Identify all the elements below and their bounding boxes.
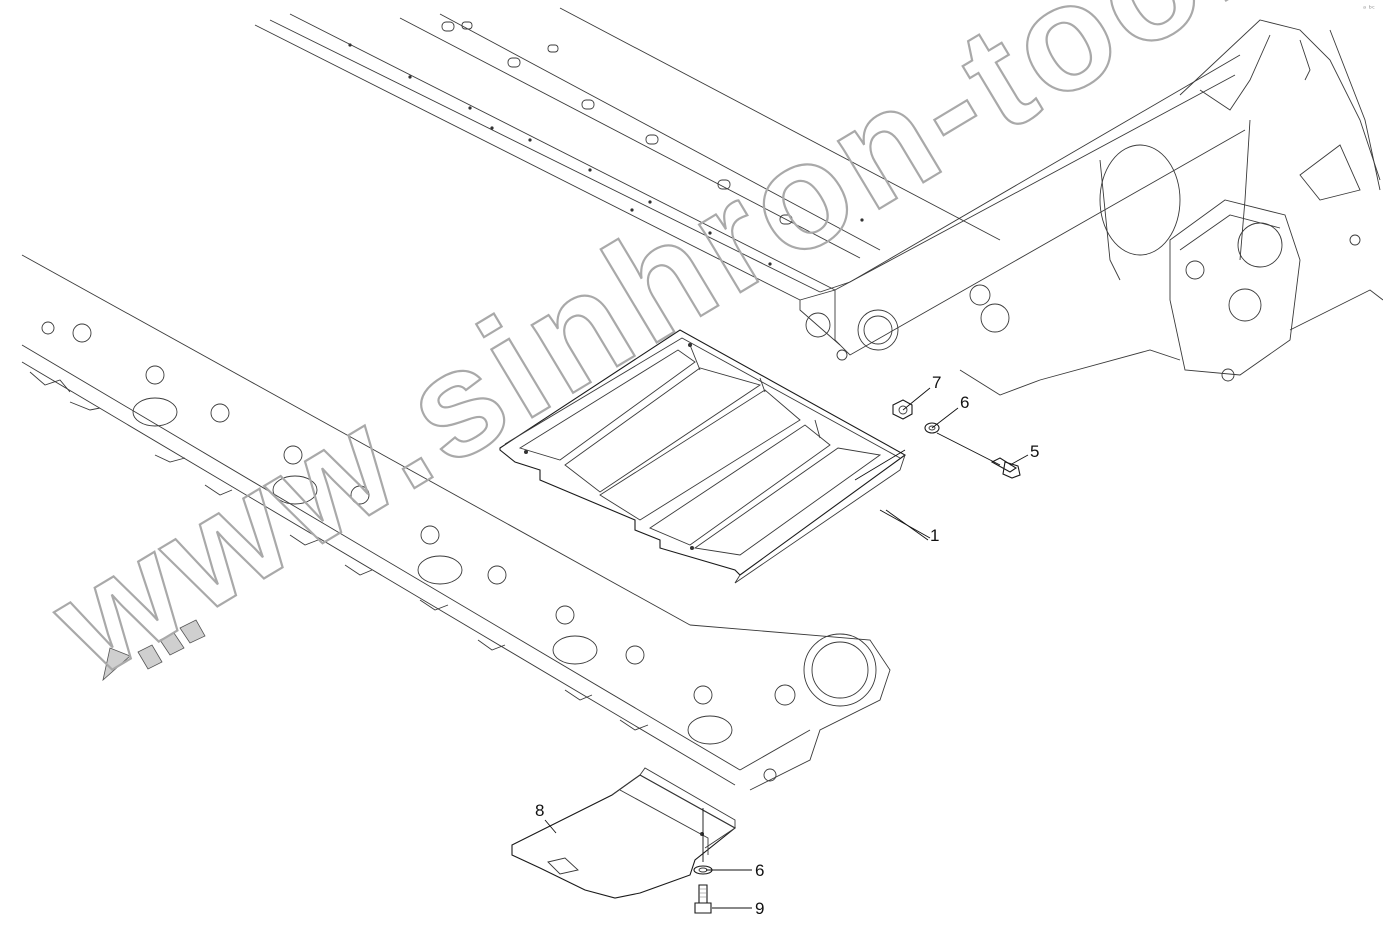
- watermark: www.sinhron-too.kz: [24, 0, 1383, 708]
- corner-mark: ᵃ ᵇᶜ: [1362, 4, 1375, 13]
- callout-7: 7: [932, 373, 941, 392]
- cutter-bar: [21, 254, 891, 791]
- bolt-part-9: [694, 884, 712, 914]
- bolt-part-5: [990, 457, 1021, 479]
- upper-frame-beam: [254, 7, 1246, 361]
- callout-9: 9: [755, 899, 764, 918]
- callout-6-lower: 6: [755, 861, 764, 880]
- callout-6-upper: 6: [960, 393, 969, 412]
- callout-8: 8: [535, 801, 544, 820]
- divider-plate-part-1: [499, 329, 907, 584]
- callout-5: 5: [1030, 442, 1039, 461]
- callout-group: 1 5 6 7 8 6 9: [535, 373, 1039, 918]
- washer-part-6-upper: [924, 422, 940, 434]
- nut-part-7: [892, 399, 913, 420]
- skid-plate-part-8: [511, 767, 736, 899]
- right-side-frame: [959, 19, 1383, 396]
- callout-1: 1: [930, 526, 939, 545]
- direction-arrow-icon: [102, 619, 206, 682]
